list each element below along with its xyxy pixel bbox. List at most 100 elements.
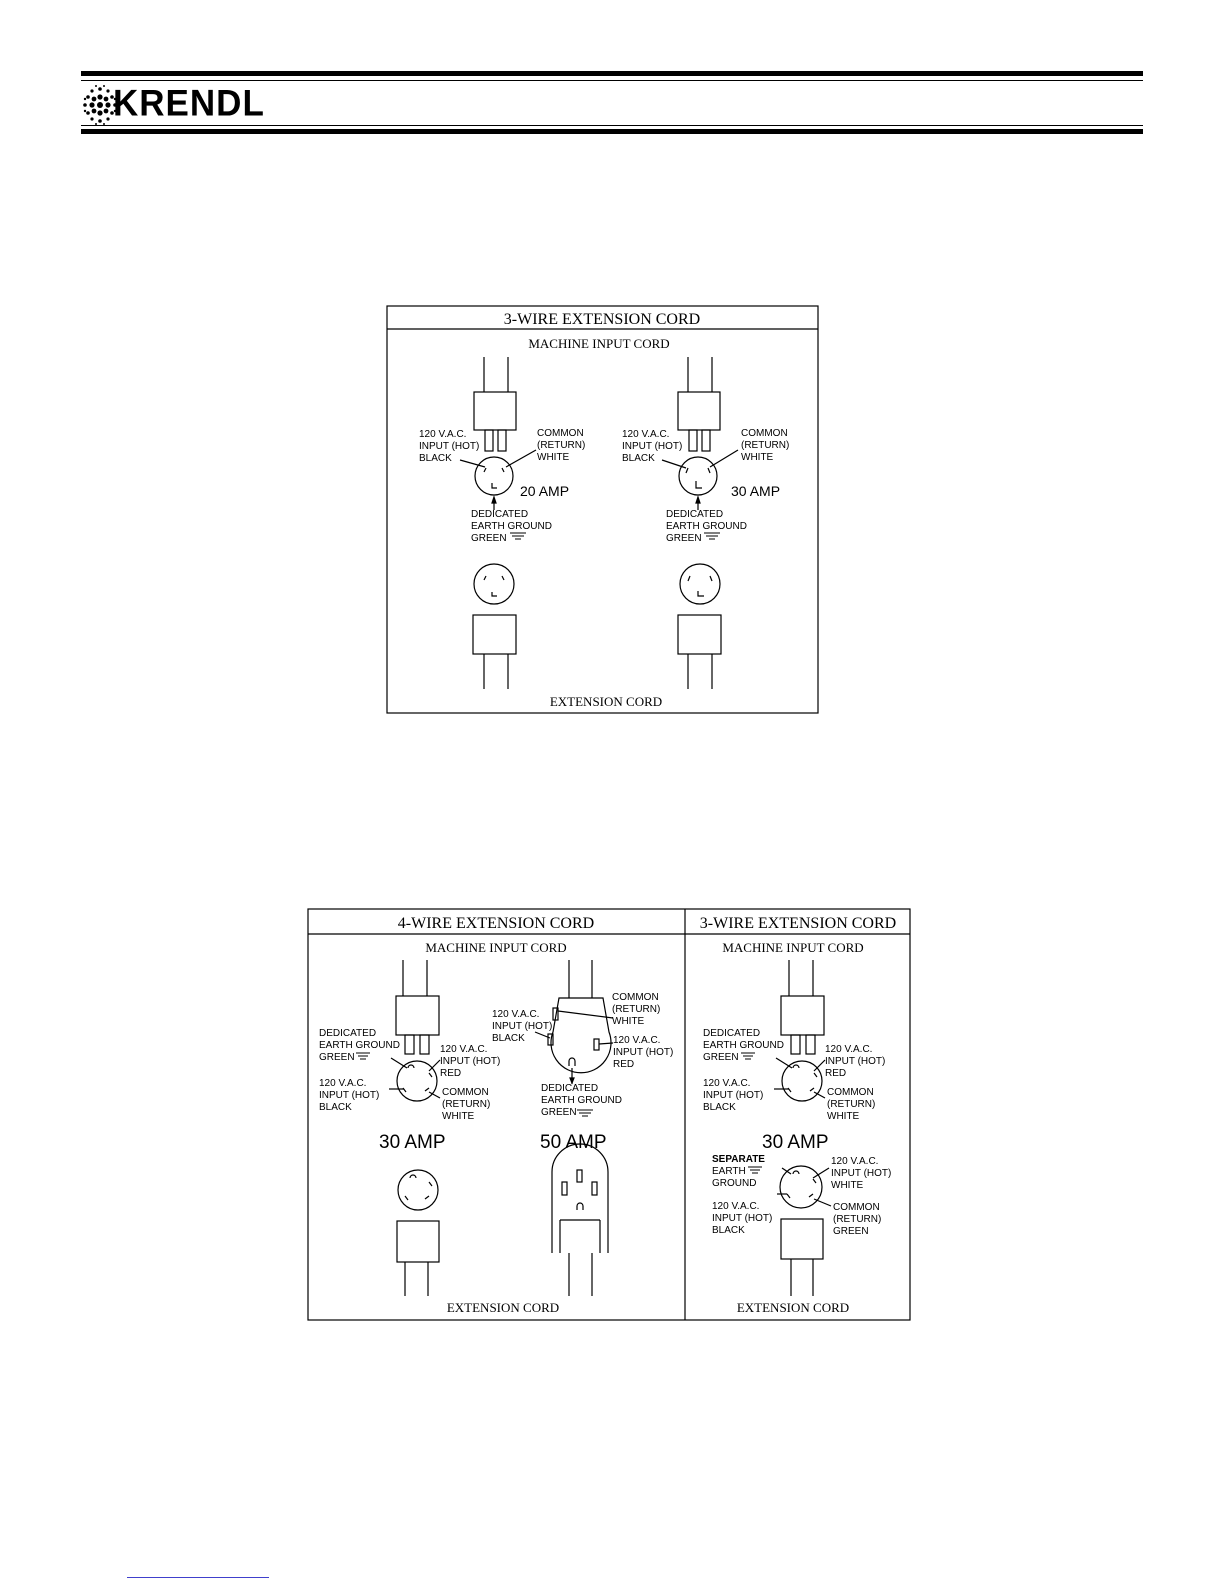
plug-b-face	[550, 997, 612, 1074]
svg-text:COMMON: COMMON	[741, 428, 788, 439]
plug-c-labels: DEDICATED EARTH GROUND GREEN 120 V.A.C. …	[703, 1028, 885, 1153]
header-rule-bottom-thick	[81, 129, 1143, 134]
svg-text:120 V.A.C.: 120 V.A.C.	[825, 1044, 872, 1055]
plug-b-50-amp	[534, 960, 614, 1085]
svg-text:INPUT (HOT): INPUT (HOT)	[703, 1090, 763, 1101]
diagram2-right-title: 3-WIRE EXTENSION CORD	[700, 915, 896, 932]
svg-text:WHITE: WHITE	[741, 452, 774, 463]
header-rule-top-thin	[81, 80, 1143, 81]
svg-text:INPUT (HOT): INPUT (HOT)	[613, 1047, 673, 1058]
header-rule-top-thick	[81, 71, 1143, 76]
amp-50-label: 50 AMP	[540, 1132, 607, 1153]
amp-30-label: 30 AMP	[731, 483, 780, 499]
svg-text:INPUT (HOT): INPUT (HOT)	[492, 1021, 552, 1032]
diagram1-frame	[386, 305, 819, 714]
receptacle-c-labels: SEPARATE EARTH GROUND 120 V.A.C. INPUT (…	[712, 1154, 891, 1237]
svg-text:GREEN: GREEN	[703, 1052, 739, 1063]
receptacle-b-50-amp	[551, 1143, 609, 1296]
svg-text:BLACK: BLACK	[622, 453, 655, 464]
svg-text:INPUT (HOT): INPUT (HOT)	[622, 441, 682, 452]
svg-text:GREEN: GREEN	[471, 533, 507, 544]
svg-text:EARTH: EARTH	[712, 1166, 746, 1177]
receptacle-20-amp	[472, 563, 517, 689]
svg-text:120 V.A.C.: 120 V.A.C.	[492, 1009, 539, 1020]
diagram2-right-bottom-label: EXTENSION CORD	[737, 1300, 849, 1315]
diagram2-left-bottom-label: EXTENSION CORD	[447, 1300, 559, 1315]
diagram2-left-top-label: MACHINE INPUT CORD	[425, 940, 566, 955]
svg-text:WHITE: WHITE	[827, 1111, 860, 1122]
svg-text:COMMON: COMMON	[612, 992, 659, 1003]
svg-text:120 V.A.C.: 120 V.A.C.	[319, 1078, 366, 1089]
svg-text:EARTH GROUND: EARTH GROUND	[666, 521, 747, 532]
svg-text:INPUT (HOT): INPUT (HOT)	[825, 1056, 885, 1067]
svg-text:120 V.A.C.: 120 V.A.C.	[712, 1201, 759, 1212]
svg-text:DEDICATED: DEDICATED	[541, 1083, 598, 1094]
svg-text:GROUND: GROUND	[712, 1178, 756, 1189]
logo-dots-icon	[83, 85, 117, 125]
plug-20-amp-labels: 120 V.A.C. INPUT (HOT) BLACK COMMON (RET…	[419, 428, 585, 544]
svg-text:COMMON: COMMON	[827, 1087, 874, 1098]
svg-text:INPUT (HOT): INPUT (HOT)	[712, 1213, 772, 1224]
diagram2-frame	[307, 908, 911, 1321]
svg-text:GREEN: GREEN	[541, 1107, 577, 1118]
plug-30-amp	[661, 357, 739, 510]
svg-text:RED: RED	[825, 1068, 846, 1079]
footer-link-underline	[127, 1577, 269, 1578]
svg-text:EARTH GROUND: EARTH GROUND	[471, 521, 552, 532]
svg-text:DEDICATED: DEDICATED	[319, 1028, 376, 1039]
svg-text:WHITE: WHITE	[612, 1016, 645, 1027]
svg-text:GREEN: GREEN	[319, 1052, 355, 1063]
svg-text:BLACK: BLACK	[703, 1102, 736, 1113]
svg-text:GREEN: GREEN	[666, 533, 702, 544]
amp-20-label: 20 AMP	[520, 483, 569, 499]
svg-text:COMMON: COMMON	[537, 428, 584, 439]
diagram2-right-top-label: MACHINE INPUT CORD	[722, 940, 863, 955]
svg-text:BLACK: BLACK	[419, 453, 452, 464]
svg-text:EARTH GROUND: EARTH GROUND	[319, 1040, 400, 1051]
svg-text:120 V.A.C.: 120 V.A.C.	[440, 1044, 487, 1055]
plug-a-labels: DEDICATED EARTH GROUND GREEN 120 V.A.C. …	[319, 1028, 500, 1153]
svg-text:DEDICATED: DEDICATED	[471, 509, 528, 520]
ground-symbol-icon	[748, 1166, 762, 1174]
diagram2-left-title: 4-WIRE EXTENSION CORD	[398, 915, 594, 932]
svg-text:(RETURN): (RETURN)	[537, 440, 585, 451]
svg-text:INPUT (HOT): INPUT (HOT)	[319, 1090, 379, 1101]
receptacle-30-amp	[677, 563, 722, 689]
svg-text:BLACK: BLACK	[712, 1225, 745, 1236]
plug-30-amp-labels: 120 V.A.C. INPUT (HOT) BLACK COMMON (RET…	[622, 428, 789, 544]
svg-text:BLACK: BLACK	[492, 1033, 525, 1044]
svg-text:EARTH GROUND: EARTH GROUND	[703, 1040, 784, 1051]
svg-text:(RETURN): (RETURN)	[612, 1004, 660, 1015]
svg-text:RED: RED	[440, 1068, 461, 1079]
svg-text:INPUT (HOT): INPUT (HOT)	[440, 1056, 500, 1067]
svg-text:COMMON: COMMON	[442, 1087, 489, 1098]
diagram1-title: 3-WIRE EXTENSION CORD	[504, 311, 700, 328]
svg-text:SEPARATE: SEPARATE	[712, 1154, 765, 1165]
diagram1-bottom-label: EXTENSION CORD	[550, 694, 662, 709]
logo-text: KRENDL	[113, 83, 265, 124]
ground-symbol-icon	[577, 1109, 593, 1117]
svg-text:(RETURN): (RETURN)	[827, 1099, 875, 1110]
svg-text:INPUT (HOT): INPUT (HOT)	[419, 441, 479, 452]
diagram-3-wire-extension-cord: 3-WIRE EXTENSION CORD MACHINE INPUT CORD…	[386, 305, 819, 714]
svg-text:EARTH GROUND: EARTH GROUND	[541, 1095, 622, 1106]
svg-text:DEDICATED: DEDICATED	[703, 1028, 760, 1039]
plug-b-labels: 120 V.A.C. INPUT (HOT) BLACK COMMON (RET…	[492, 992, 673, 1153]
ground-symbol-icon	[741, 1052, 755, 1060]
plug-c-30-amp-3-wire	[774, 960, 826, 1102]
ground-symbol-icon	[356, 1052, 370, 1060]
svg-text:INPUT (HOT): INPUT (HOT)	[831, 1168, 891, 1179]
svg-text:RED: RED	[613, 1059, 634, 1070]
amp-30-label: 30 AMP	[379, 1132, 446, 1153]
svg-text:DEDICATED: DEDICATED	[666, 509, 723, 520]
svg-text:BLACK: BLACK	[319, 1102, 352, 1113]
svg-text:WHITE: WHITE	[442, 1111, 475, 1122]
svg-text:(RETURN): (RETURN)	[833, 1214, 881, 1225]
svg-text:GREEN: GREEN	[833, 1226, 869, 1237]
header-rule-bottom-thin	[81, 125, 1143, 126]
plug-20-amp	[459, 357, 537, 510]
plug-30-amp-face	[678, 456, 718, 496]
svg-text:120 V.A.C.: 120 V.A.C.	[613, 1035, 660, 1046]
diagram1-top-label: MACHINE INPUT CORD	[528, 336, 669, 351]
svg-text:120 V.A.C.: 120 V.A.C.	[419, 429, 466, 440]
